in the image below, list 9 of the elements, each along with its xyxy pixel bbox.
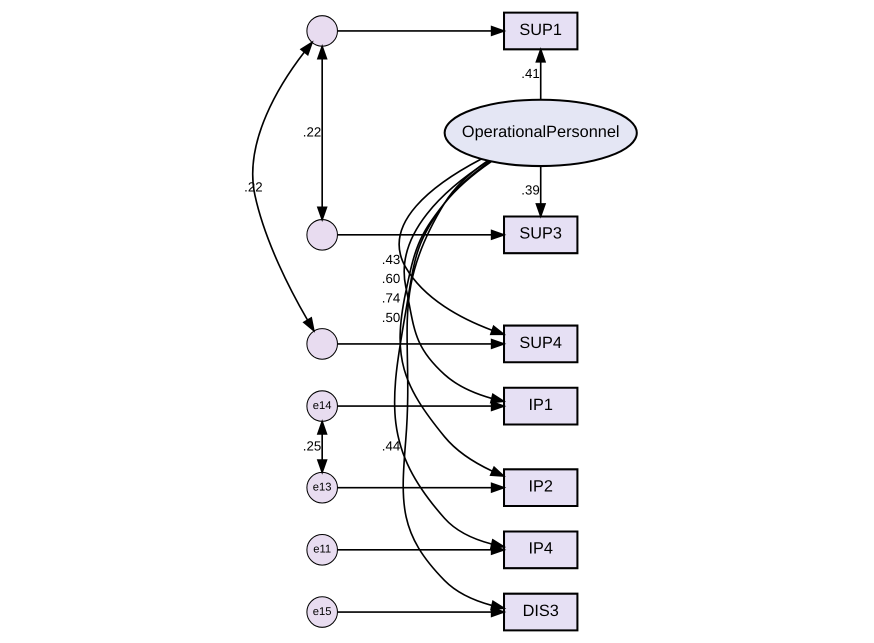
edge-label: .41 bbox=[520, 66, 540, 82]
edge-label: .39 bbox=[520, 182, 540, 198]
edge-label: .22 bbox=[302, 124, 321, 140]
edge-label: .74 bbox=[381, 290, 400, 306]
edge-label: .50 bbox=[381, 310, 400, 325]
edge-label: .44 bbox=[381, 438, 400, 454]
edge-label: .25 bbox=[302, 438, 321, 454]
edge-label: .60 bbox=[381, 271, 400, 286]
edge-label: .43 bbox=[381, 252, 400, 267]
